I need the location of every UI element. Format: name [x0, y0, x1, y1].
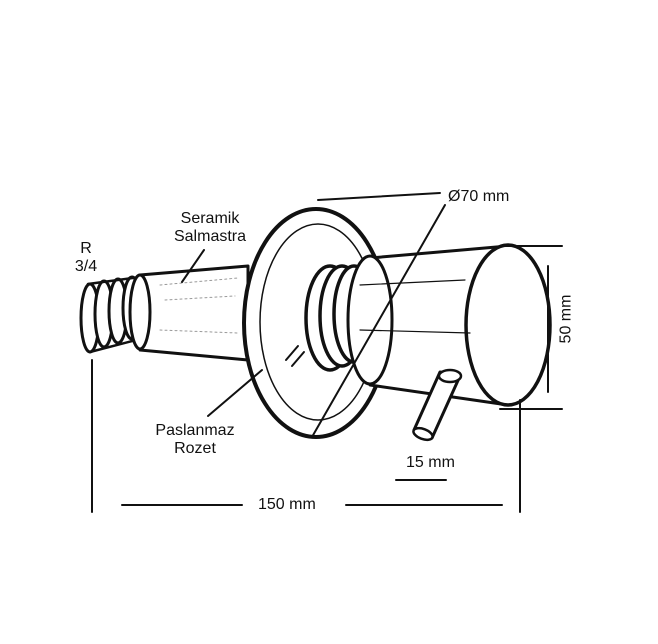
- ceramic-seal-line-1: Seramik: [180, 210, 240, 227]
- height-label: 50 mm: [557, 294, 575, 344]
- lever-label: 15 mm: [406, 454, 455, 471]
- handle-cylinder: [346, 243, 552, 407]
- thread-size-line-1: R: [80, 240, 92, 257]
- rosette-label: Paslanmaz Rozet: [140, 422, 250, 458]
- dimension-lines: [91, 245, 563, 513]
- thread-size-line-2: 3/4: [74, 258, 98, 275]
- length-label: 150 mm: [258, 496, 316, 513]
- rosette-line-2: Rozet: [174, 440, 216, 457]
- stem-body: [128, 264, 250, 362]
- ceramic-seal-line-2: Salmastra: [173, 228, 247, 245]
- ceramic-seal-label: Seramik Salmastra: [160, 210, 260, 246]
- thread-size-label: R 3/4: [66, 240, 106, 276]
- rosette-line-1: Paslanmaz: [155, 422, 235, 439]
- diameter-label: Ø70 mm: [448, 188, 510, 205]
- leader-lines: [181, 192, 446, 438]
- lever: [412, 368, 463, 442]
